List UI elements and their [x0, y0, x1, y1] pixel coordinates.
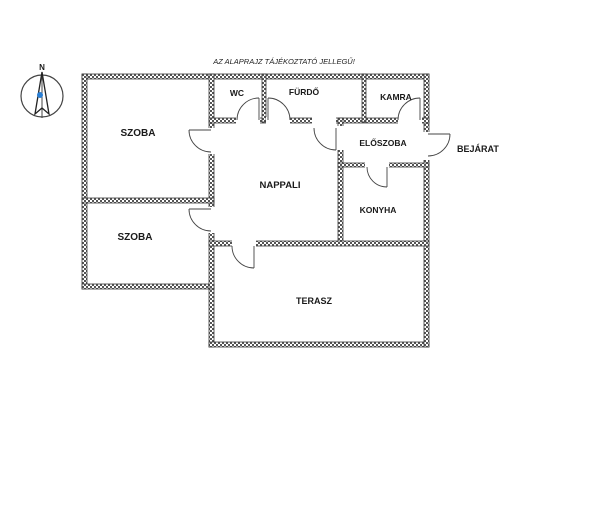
wall-right	[423, 73, 430, 348]
wall-bottom	[208, 341, 430, 348]
compass-dot	[37, 92, 43, 98]
entrance-label: BEJÁRAT	[457, 144, 499, 154]
wall-top	[81, 73, 430, 80]
room-konyha: KONYHA	[360, 205, 397, 215]
wall-furdo-kamra	[361, 73, 367, 123]
wall-wc-furdo	[261, 73, 267, 123]
wall-left	[81, 73, 88, 290]
room-eloszoba: ELŐSZOBA	[359, 137, 406, 148]
wall-szoba-divider	[81, 197, 215, 204]
wall-bottom-left	[81, 283, 215, 290]
disclaimer-note: AZ ALAPRAJZ TÁJÉKOZTATÓ JELLEGŰ!	[212, 57, 355, 66]
wall-terrace-left	[208, 283, 215, 348]
compass-needle	[34, 71, 50, 116]
room-wc: WC	[230, 88, 244, 98]
room-nappali: NAPPALI	[260, 180, 301, 191]
walls	[81, 73, 430, 348]
room-szoba-1: SZOBA	[121, 128, 156, 139]
room-kamra: KAMRA	[380, 92, 412, 102]
wall-rooms-divider	[208, 73, 215, 290]
doors	[188, 97, 451, 269]
north-label: N	[39, 63, 45, 72]
room-szoba-2: SZOBA	[118, 232, 153, 243]
wall-terrace-top	[208, 240, 430, 247]
room-furdo: FÜRDŐ	[289, 86, 320, 97]
room-terasz: TERASZ	[296, 296, 333, 306]
north-compass: N	[20, 63, 64, 118]
